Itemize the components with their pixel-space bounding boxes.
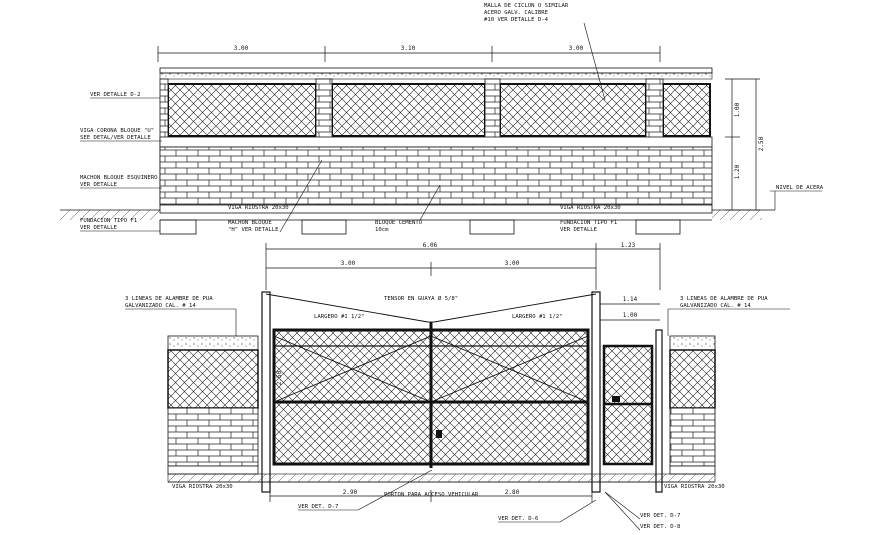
top-elevation: 3.00 3.10 3.00 — [60, 3, 824, 235]
viga-corona-label-line2: SEE DETAL/VER DETALLE — [80, 135, 151, 141]
ver-det-d6-center: VER DET. D-6 — [498, 516, 538, 522]
mesh-label-line3: #10 VER DETALLE D-4 — [484, 17, 549, 23]
top-dim-h2: 1.20 — [734, 164, 741, 179]
nivel-acera-label: NIVEL DE ACERA — [776, 185, 824, 191]
alambre-left-line2: GALVANIZADO CAL. # 14 — [125, 303, 196, 309]
fundacion-right-label-line2: VER DETALLE — [560, 227, 598, 233]
top-annotations: MALLA DE CICLON O SIMILAR ACERO GALV. CA… — [80, 3, 824, 233]
top-brick-wall — [159, 146, 713, 206]
top-footings — [159, 219, 712, 235]
top-soil-right — [712, 210, 762, 220]
bottom-dim-half1: 3.00 — [341, 260, 356, 267]
ver-det-d7-right: VER DET. D-7 — [640, 513, 680, 519]
ver-det-d7-left: VER DET. D-7 — [298, 504, 338, 510]
tensor-label: TENSOR EN GUAYA Ø 5/8" — [384, 295, 458, 302]
viga-riostra-bottom-right: VIGA RIOSTRA 20x30 — [664, 484, 725, 490]
bottom-dim-half2: 3.00 — [505, 260, 520, 267]
viga-riostra-left-label: VIGA RIOSTRA 20x30 — [228, 205, 289, 211]
bottom-dim-small2: 1.00 — [623, 312, 638, 319]
machon-esquinero-label-line1: MACHON BLOQUE ESQUINERO — [80, 175, 158, 181]
bottom-dimension-lines — [265, 243, 661, 321]
bottom-dim-height: 2.50 — [276, 370, 283, 385]
ver-detalle-d2-label: VER DETALLE D-2 — [90, 92, 141, 98]
machon-bloque-label-line1: MACHON BLOQUE — [228, 220, 272, 226]
bottom-base — [167, 473, 716, 483]
mesh-label-line2: ACERO GALV. CALIBRE — [484, 10, 549, 16]
bottom-dim-side: 1.23 — [621, 242, 636, 249]
ver-det-d8-right: VER DET. D-8 — [640, 524, 681, 530]
fundacion-right-label-line1: FUNDACION TIPO F1 — [560, 220, 617, 226]
alambre-left-line1: 3 LINEAS DE ALAMBRE DE PUA — [125, 296, 213, 302]
top-dim-span2: 3.10 — [401, 45, 416, 52]
top-mesh-panels — [167, 83, 711, 137]
fundacion-left-label-line2: VER DETALLE — [80, 225, 118, 231]
top-dimension-line — [157, 46, 661, 62]
bottom-elevation: 6.06 1.23 3.00 3.00 1.14 1.00 — [125, 242, 790, 531]
top-viga-riostra — [159, 204, 713, 214]
bloque-cemento-label-line2: 10cm — [375, 227, 389, 233]
gate-posts — [261, 291, 663, 493]
top-right-dims — [725, 78, 760, 211]
top-viga-corona — [159, 136, 713, 148]
bottom-dim-bottom2: 2.80 — [505, 489, 520, 496]
viga-corona-label-line1: VIGA CORONA BLOQUE "U" — [80, 128, 154, 134]
bottom-dim-bottom1: 2.90 — [343, 489, 358, 496]
bottom-right-wall — [669, 335, 716, 475]
bottom-annotations: 3 LINEAS DE ALAMBRE DE PUA GALVANIZADO C… — [125, 295, 790, 531]
bottom-dim-small1: 1.14 — [623, 296, 638, 303]
top-dim-span1: 3.00 — [234, 45, 249, 52]
pedestrian-gate — [602, 344, 654, 466]
larguero-left-label: LARGERO #1 1/2" — [314, 314, 365, 320]
top-dim-h1: 1.00 — [734, 102, 741, 117]
main-gate — [272, 322, 590, 468]
alambre-right-line1: 3 LINEAS DE ALAMBRE DE PUA — [680, 296, 768, 302]
machon-esquinero-label-line2: VER DETALLE — [80, 182, 118, 188]
top-soil-left — [60, 210, 160, 220]
top-dim-span3: 3.00 — [569, 45, 584, 52]
bottom-lower-dims — [269, 490, 593, 502]
viga-riostra-bottom-left: VIGA RIOSTRA 20x30 — [172, 484, 233, 490]
porton-label: PORTON PARA ACCESO VEHICULAR — [384, 492, 479, 498]
top-dim-h-total: 2.50 — [758, 136, 765, 151]
top-coping-band — [159, 67, 713, 74]
mesh-label-line1: MALLA DE CICLON O SIMILAR — [484, 3, 569, 9]
machon-bloque-label-line2: "H" VER DETALLE — [228, 227, 279, 233]
bottom-left-wall — [167, 335, 259, 475]
alambre-right-line2: GALVANIZADO CAL. # 14 — [680, 303, 751, 309]
bloque-cemento-label-line1: BLOQUE CEMENTO — [375, 220, 423, 226]
bottom-dim-total: 6.06 — [423, 242, 438, 249]
fundacion-left-label-line1: FUNDACION TIPO F1 — [80, 218, 137, 224]
top-coping-fill — [159, 72, 713, 80]
viga-riostra-right-label: VIGA RIOSTRA 20x30 — [560, 205, 621, 211]
larguero-right-label: LARGERO #1 1/2" — [512, 314, 563, 320]
